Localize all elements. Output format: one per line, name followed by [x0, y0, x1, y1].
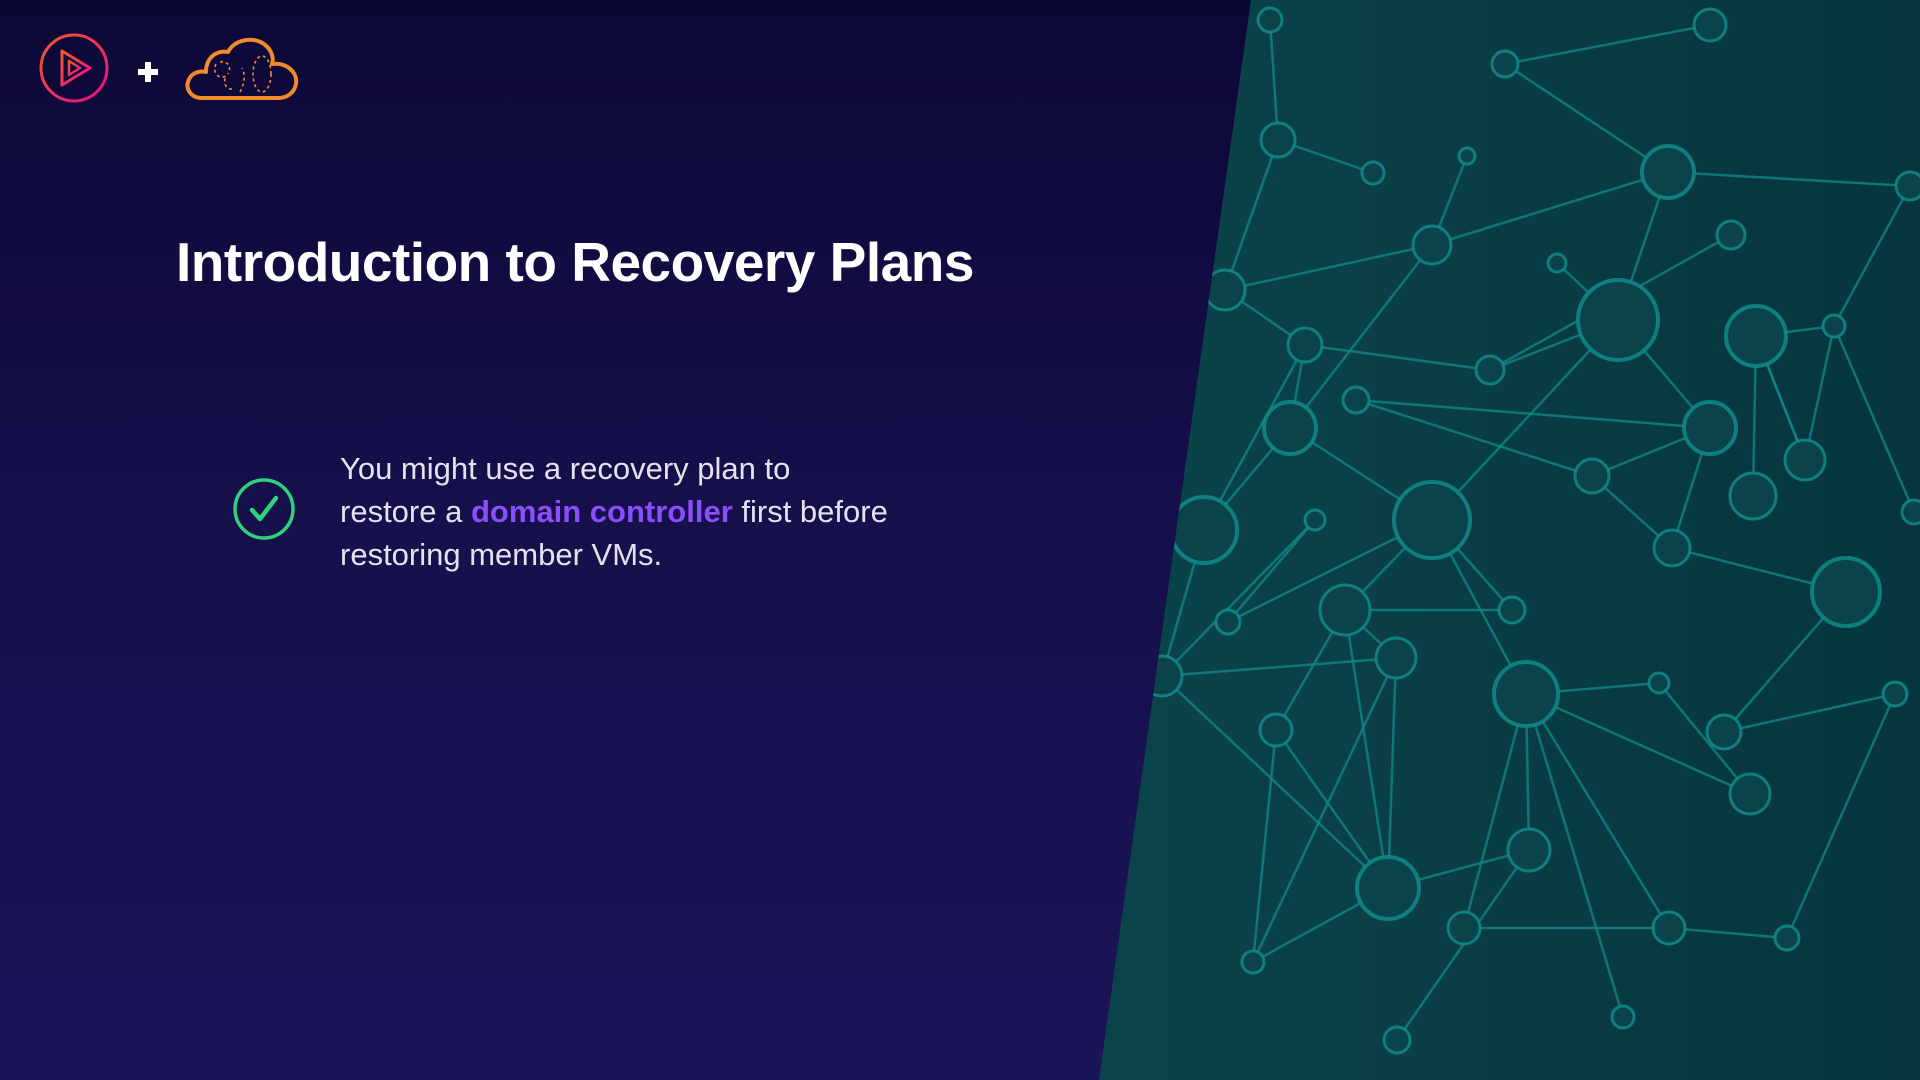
network-edge [1504, 62, 1669, 174]
network-edge [1202, 344, 1307, 531]
network-node [1446, 910, 1482, 946]
network-node [1240, 949, 1266, 975]
network-edge [1524, 693, 1671, 929]
network-edge [1223, 139, 1280, 291]
play-logo-icon [39, 33, 109, 103]
network-edge [1304, 343, 1491, 372]
network-node [1640, 144, 1696, 200]
network-edge [1251, 729, 1278, 963]
bullet-item: You might use a recovery plan to restore… [232, 447, 980, 576]
bullet-text-line2-end: first before [732, 494, 888, 529]
network-edge [1251, 657, 1398, 963]
network-node [1214, 608, 1242, 636]
network-edge [1668, 926, 1788, 940]
network-node [1546, 252, 1568, 274]
network-node [1203, 268, 1247, 312]
network-node [1490, 49, 1520, 79]
network-node [1821, 313, 1847, 339]
network-node [1728, 471, 1778, 521]
network-node [1259, 121, 1297, 159]
network-node [1783, 438, 1827, 482]
network-node [1724, 304, 1788, 368]
network-edge [1161, 675, 1389, 889]
network-node [1411, 224, 1453, 266]
network-edge [1355, 398, 1593, 478]
network-edge [1431, 170, 1669, 247]
network-edge [1227, 519, 1316, 623]
network-node [1497, 595, 1527, 625]
network-node [1610, 1004, 1636, 1030]
network-node [1318, 583, 1372, 637]
plus-icon [138, 62, 158, 82]
network-node [1506, 827, 1552, 873]
cloud-logo-icon [185, 37, 299, 100]
highlighted-term: domain controller [470, 494, 733, 529]
network-edge [1525, 692, 1751, 796]
bullet-text-line3: restoring member VMs. [340, 537, 663, 572]
network-node [1360, 160, 1386, 186]
network-node [1647, 671, 1671, 695]
network-node [1573, 457, 1611, 495]
network-edge [1343, 609, 1390, 889]
network-node [1715, 219, 1747, 251]
network-node [1382, 1025, 1412, 1055]
network-node [1728, 772, 1772, 816]
network-node [1355, 855, 1421, 921]
network-node [1900, 498, 1920, 526]
bullet-text: You might use a recovery plan to restore… [340, 447, 980, 576]
network-node [1492, 660, 1560, 728]
network-node [1392, 480, 1472, 560]
network-node [1773, 924, 1801, 952]
network-node [1374, 636, 1418, 680]
network-edge [1658, 682, 1751, 795]
network-edge [1504, 23, 1711, 66]
network-edge [1224, 243, 1433, 292]
network-edge [1386, 657, 1398, 889]
network-node [1262, 400, 1318, 456]
network-node [1652, 528, 1692, 568]
network-node [1705, 713, 1743, 751]
network-node [1881, 680, 1909, 708]
network-edge [1161, 656, 1397, 678]
network-node [1651, 910, 1687, 946]
network-node [1140, 654, 1184, 698]
network-node [1303, 508, 1327, 532]
network-node [1457, 146, 1477, 166]
network-node [1286, 326, 1324, 364]
network-edge [1289, 244, 1433, 429]
slide-title: Introduction to Recovery Plans [176, 231, 974, 293]
network-node [1258, 712, 1294, 748]
bullet-text-line2-start: restore a [340, 494, 471, 529]
network-node [1474, 354, 1506, 386]
network-edge [1832, 325, 1916, 513]
network-edge [1785, 693, 1897, 939]
network-node [1169, 495, 1239, 565]
network-edge [1462, 693, 1528, 929]
network-edge [1524, 693, 1625, 1018]
network-node [1576, 278, 1660, 362]
logo-row [38, 30, 302, 106]
network-edge [1268, 19, 1280, 141]
network-edge [1803, 325, 1836, 461]
network-node [1341, 385, 1371, 415]
network-edge [1832, 185, 1912, 327]
network-node [1682, 400, 1738, 456]
check-circle-icon [233, 478, 295, 540]
network-edge [1431, 319, 1619, 521]
network-node [1692, 7, 1728, 43]
network-edge [1161, 519, 1316, 677]
network-node [1256, 6, 1284, 34]
bullet-text-line1: You might use a recovery plan to [340, 451, 791, 486]
network-edge [1723, 692, 1896, 734]
network-node [1894, 170, 1920, 202]
network-edge [1355, 398, 1711, 430]
network-node [1810, 556, 1882, 628]
network-edge [1667, 170, 1911, 188]
